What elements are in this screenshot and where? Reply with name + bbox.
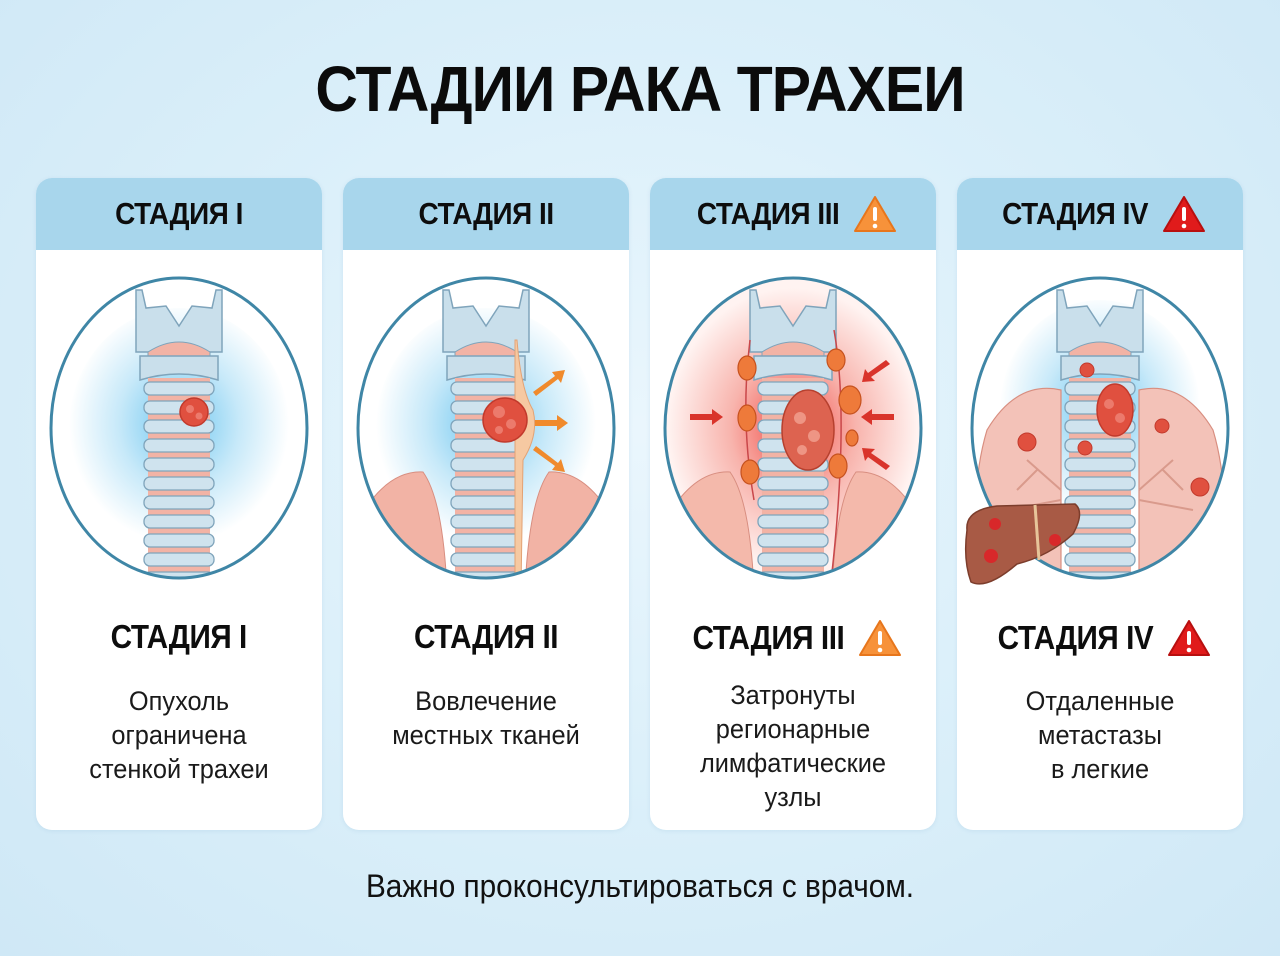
- stage-label: СТАДИЯ II: [343, 618, 629, 656]
- description-line: узлы: [764, 782, 822, 812]
- arrow-inward-icons: [690, 360, 894, 470]
- stage-card-1: СТАДИЯ I СТАДИЯ I Опухоль ограничена сте…: [36, 178, 322, 830]
- card-header-title: СТАДИЯ I: [115, 196, 243, 231]
- trachea-lung-liver-metastases-illustration: [964, 276, 1230, 585]
- lymph-node-icons: [737, 348, 862, 485]
- metastasis-icons: [1017, 362, 1210, 497]
- card-header: СТАДИЯ III: [650, 178, 936, 250]
- description-line: Затронуты: [730, 680, 856, 710]
- stage-label-text: СТАДИЯ III: [692, 619, 844, 656]
- stages-grid: СТАДИЯ I СТАДИЯ I Опухоль ограничена сте…: [36, 178, 1244, 830]
- footer-note: Важно проконсультироваться с врачом.: [365, 868, 915, 904]
- card-header: СТАДИЯ IV: [957, 178, 1243, 250]
- description-line: ограничена: [111, 720, 247, 750]
- warning-orange-icon: [859, 620, 902, 656]
- card-header: СТАДИЯ I: [36, 178, 322, 250]
- trachea-lymph-nodes-illustration: [663, 276, 923, 580]
- stage-label-text: СТАДИЯ II: [413, 618, 559, 655]
- stage-card-4: СТАДИЯ IV: [957, 178, 1243, 830]
- tumor-icon: [179, 397, 209, 427]
- card-header-title: СТАДИЯ IV: [1002, 196, 1148, 231]
- tumor-icon: [482, 397, 528, 443]
- description-line: регионарные: [715, 714, 871, 744]
- description-line: Опухоль: [128, 686, 230, 716]
- page-title: СТАДИИ РАКА ТРАХЕИ: [315, 53, 965, 125]
- description-line: местных тканей: [392, 720, 580, 750]
- stage-label: СТАДИЯ I: [36, 618, 322, 656]
- trachea-tumor-local-spread-illustration: [356, 276, 616, 580]
- stage-description: Вовлечение местных тканей: [352, 684, 621, 752]
- stage-label-text: СТАДИЯ I: [110, 618, 248, 655]
- warning-orange-icon: [854, 196, 897, 232]
- stage-card-2: СТАДИЯ II СТАДИЯ II: [343, 178, 629, 830]
- card-header-title: СТАДИЯ II: [418, 196, 554, 231]
- card-header: СТАДИЯ II: [343, 178, 629, 250]
- description-line: лимфатические: [699, 748, 887, 778]
- warning-red-icon: [1163, 196, 1206, 232]
- description-line: стенкой трахеи: [89, 754, 269, 784]
- tumor-icon: [781, 389, 835, 471]
- stage-label: СТАДИЯ III: [650, 618, 936, 658]
- liver-icon: [964, 503, 1081, 585]
- description-line: Вовлечение: [415, 686, 557, 716]
- stage-description: Опухоль ограничена стенкой трахеи: [45, 684, 314, 786]
- warning-red-icon: [1168, 620, 1211, 656]
- arrow-outward-icons: [533, 370, 568, 472]
- stage-label: СТАДИЯ IV: [957, 618, 1243, 658]
- stage-description: Отдаленные метастазы в легкие: [966, 684, 1235, 786]
- card-header-title: СТАДИЯ III: [696, 196, 840, 231]
- stage-description: Затронуты регионарные лимфатические узлы: [659, 678, 928, 814]
- trachea-small-tumor-illustration: [49, 276, 309, 580]
- description-line: метастазы: [1038, 720, 1162, 750]
- tumor-icon: [1096, 383, 1134, 437]
- stage-card-3: СТАДИЯ III: [650, 178, 936, 830]
- description-line: в легкие: [1050, 754, 1150, 784]
- description-line: Отдаленные: [1025, 686, 1175, 716]
- stage-label-text: СТАДИЯ IV: [997, 619, 1153, 656]
